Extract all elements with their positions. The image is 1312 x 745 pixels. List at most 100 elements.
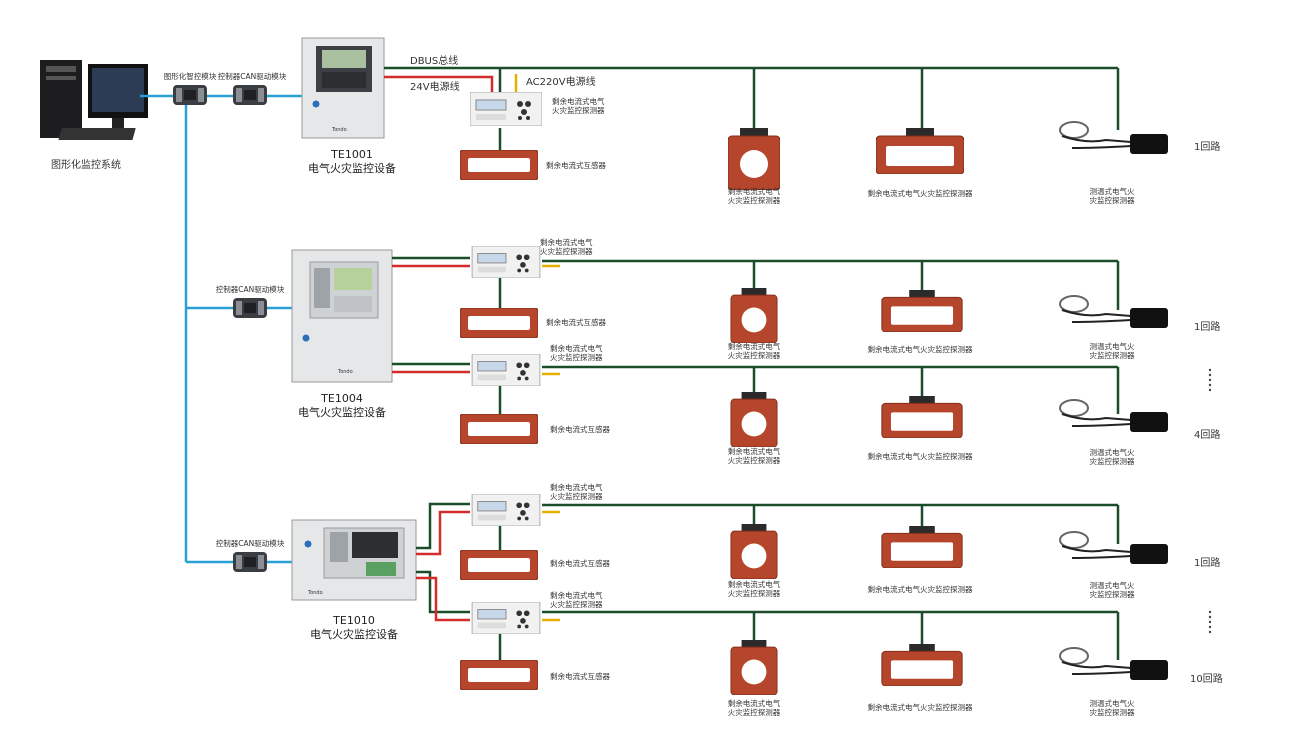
- desc-te1010: 电气火灾监控设备: [310, 627, 398, 641]
- loop-g2-1: 1回路: [1194, 320, 1220, 333]
- detector-g2a: [471, 246, 541, 278]
- controller-te1001: Tondo: [301, 37, 385, 139]
- svg-text:剩余电流式电气火灾监控探测器: 剩余电流式电气火灾监控探测器: [868, 188, 973, 198]
- svg-text:控制器CAN驱动模块: 控制器CAN驱动模块: [218, 71, 287, 81]
- temp-sensor-g2b: [1059, 399, 1169, 433]
- bus-wiring-2a: [392, 256, 1120, 310]
- desc-te1004: 电气火灾监控设备: [298, 405, 386, 419]
- detector-g1: [470, 92, 542, 126]
- temp-sensor-g3a: [1059, 531, 1169, 565]
- svg-text:火灾监控探测器: 火灾监控探测器: [550, 491, 603, 501]
- svg-text:测温式电气火: 测温式电气火: [1090, 341, 1135, 351]
- ring-sensor-g2b: [730, 392, 778, 447]
- bus-wiring-1: [384, 66, 1120, 152]
- detector-g2b: [471, 354, 541, 386]
- v24-label: 24V电源线: [410, 80, 460, 93]
- rect-sensor-g3b: [881, 644, 963, 686]
- loop-g1-1: 1回路: [1194, 140, 1220, 153]
- dbus-label: DBUS总线: [410, 54, 458, 67]
- svg-text:剩余电流式电气: 剩余电流式电气: [728, 341, 781, 351]
- top-module-right: 控制器CAN驱动模块: [218, 71, 287, 105]
- svg-text:剩余电流式互感器: 剩余电流式互感器: [550, 558, 610, 568]
- ring-sensor-g3b: [730, 640, 778, 695]
- svg-text:剩余电流式电气火灾监控探测器: 剩余电流式电气火灾监控探测器: [868, 451, 973, 461]
- model-te1004: TE1004: [320, 392, 363, 405]
- svg-text:灾监控探测器: 灾监控探测器: [1090, 456, 1135, 466]
- svg-text:剩余电流式电气火灾监控探测器: 剩余电流式电气火灾监控探测器: [868, 344, 973, 354]
- bus-wiring-3b: [416, 570, 1120, 662]
- svg-text:剩余电流式电气: 剩余电流式电气: [728, 698, 781, 708]
- controller-te1010: Tondo: [291, 519, 417, 601]
- rect-sensor-g2a: [881, 290, 963, 332]
- svg-text:剩余电流式互感器: 剩余电流式互感器: [546, 317, 606, 327]
- transformer-g2a: [460, 308, 538, 338]
- svg-text:剩余电流式电气火灾监控探测器: 剩余电流式电气火灾监控探测器: [868, 702, 973, 712]
- svg-text:火灾监控探测器: 火灾监控探测器: [728, 707, 781, 717]
- svg-text:剩余电流式电气火灾监控探测器: 剩余电流式电气火灾监控探测器: [868, 584, 973, 594]
- can-wiring: [140, 94, 302, 564]
- bus-wiring-3a: [416, 502, 1120, 556]
- svg-text:测温式电气火: 测温式电气火: [1090, 580, 1135, 590]
- svg-text:剩余电流式电气: 剩余电流式电气: [540, 237, 593, 247]
- svg-text:剩余电流式互感器: 剩余电流式互感器: [546, 160, 606, 170]
- rect-sensor-g2b: [881, 396, 963, 438]
- svg-text:图形化智控模块: 图形化智控模块: [164, 71, 217, 81]
- svg-text:剩余电流式电气: 剩余电流式电气: [728, 579, 781, 589]
- loop-g3-1: 1回路: [1194, 556, 1220, 569]
- svg-text:剩余电流式电气: 剩余电流式电气: [728, 186, 781, 196]
- svg-text:测温式电气火: 测温式电气火: [1090, 698, 1135, 708]
- svg-text:剩余电流式电气: 剩余电流式电气: [728, 446, 781, 456]
- svg-text:灾监控探测器: 灾监控探测器: [1090, 195, 1135, 205]
- pc-label: 图形化监控系统: [51, 158, 121, 171]
- svg-text:剩余电流式互感器: 剩余电流式互感器: [550, 424, 610, 434]
- ellipsis-g3: [1208, 610, 1212, 634]
- desc-te1001: 电气火灾监控设备: [308, 161, 396, 175]
- top-module-left: 图形化智控模块: [164, 71, 217, 105]
- rect-sensor-g1: [876, 128, 964, 174]
- svg-text:火灾监控探测器: 火灾监控探测器: [728, 350, 781, 360]
- computer-icon: 图形化监控系统: [40, 60, 148, 171]
- loop-g2-2: 4回路: [1194, 428, 1220, 441]
- detector-g3a: [471, 494, 541, 526]
- svg-text:Tondo: Tondo: [307, 590, 323, 596]
- svg-text:火灾监控探测器: 火灾监控探测器: [728, 455, 781, 465]
- svg-text:火灾监控探测器: 火灾监控探测器: [728, 195, 781, 205]
- detector-g3b: [471, 602, 541, 634]
- svg-text:火灾监控探测器: 火灾监控探测器: [550, 599, 603, 609]
- svg-text:控制器CAN驱动模块: 控制器CAN驱动模块: [216, 284, 285, 294]
- ring-sensor-g1: [728, 128, 780, 190]
- svg-text:控制器CAN驱动模块: 控制器CAN驱动模块: [216, 538, 285, 548]
- model-te1001: TE1001: [330, 148, 373, 161]
- bus-wiring-2b: [392, 362, 1120, 416]
- svg-text:灾监控探测器: 灾监控探测器: [1090, 589, 1135, 599]
- svg-text:火灾监控探测器: 火灾监控探测器: [540, 246, 593, 256]
- svg-text:火灾监控探测器: 火灾监控探测器: [550, 352, 603, 362]
- transformer-g3b: [460, 660, 538, 690]
- can-module-3: 控制器CAN驱动模块: [216, 538, 285, 572]
- svg-text:剩余电流式电气: 剩余电流式电气: [550, 590, 603, 600]
- svg-text:灾监控探测器: 灾监控探测器: [1090, 350, 1135, 360]
- svg-text:测温式电气火: 测温式电气火: [1090, 447, 1135, 457]
- ring-sensor-g3a: [730, 524, 778, 579]
- ring-sensor-g2a: [730, 288, 778, 343]
- rect-sensor-g3a: [881, 526, 963, 568]
- transformer-g3a: [460, 550, 538, 580]
- svg-text:剩余电流式电气: 剩余电流式电气: [552, 96, 605, 106]
- temp-sensor-g3b: [1059, 647, 1169, 681]
- loop-g3-2: 10回路: [1190, 672, 1223, 685]
- svg-text:Tondo: Tondo: [331, 127, 347, 133]
- transformer-g2b: [460, 414, 538, 444]
- ac220-label: AC220V电源线: [526, 75, 596, 88]
- svg-text:剩余电流式电气: 剩余电流式电气: [550, 482, 603, 492]
- temp-sensor-g2a: [1059, 295, 1169, 329]
- svg-text:火灾监控探测器: 火灾监控探测器: [552, 105, 605, 115]
- svg-text:剩余电流式互感器: 剩余电流式互感器: [550, 671, 610, 681]
- transformer-g1: [460, 150, 538, 180]
- svg-text:灾监控探测器: 灾监控探测器: [1090, 707, 1135, 717]
- controller-te1004: Tondo: [291, 249, 393, 383]
- svg-text:剩余电流式电气: 剩余电流式电气: [550, 343, 603, 353]
- model-te1010: TE1010: [332, 614, 375, 627]
- svg-text:火灾监控探测器: 火灾监控探测器: [728, 588, 781, 598]
- ellipsis-g2: [1208, 368, 1212, 392]
- svg-text:测温式电气火: 测温式电气火: [1090, 186, 1135, 196]
